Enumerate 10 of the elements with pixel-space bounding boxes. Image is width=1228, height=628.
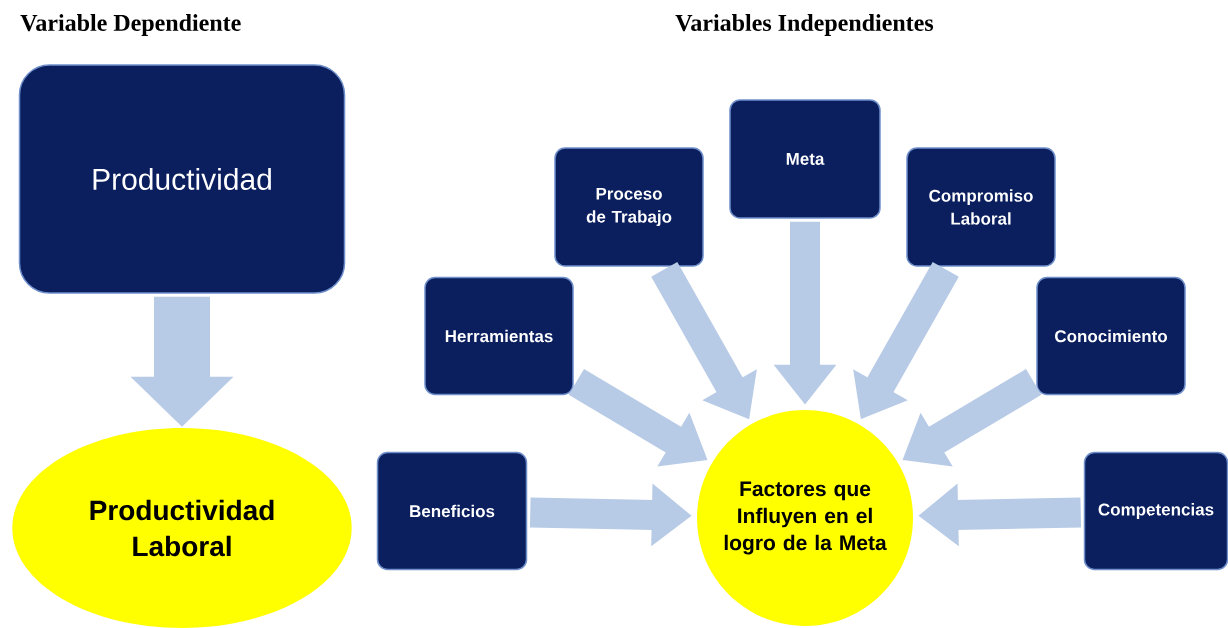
factor-box: Conocimiento — [1036, 276, 1186, 396]
variable-box: Productividad — [18, 64, 346, 294]
heading: Variable Dependiente — [20, 14, 241, 36]
factor-box: Compromiso Laboral — [906, 147, 1056, 267]
factor-box: Herramientas — [424, 276, 574, 396]
heading: Variables Independientes — [675, 14, 934, 36]
factor-box: Competencias — [1083, 451, 1228, 571]
factor-box: Meta — [729, 99, 881, 219]
factor-box: Beneficios — [376, 451, 528, 571]
factor-box: Proceso de Trabajo — [554, 147, 704, 267]
